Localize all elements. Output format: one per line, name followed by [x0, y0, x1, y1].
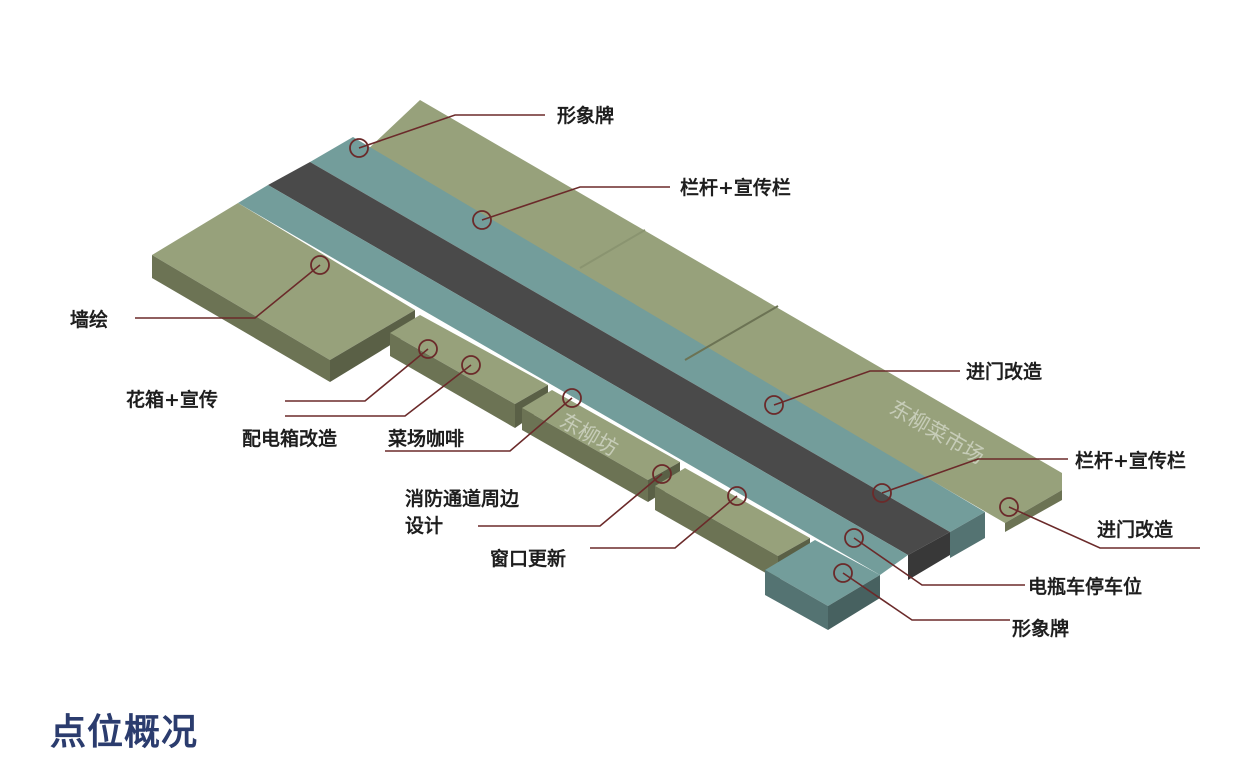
- callout-labels: 形象牌 栏杆+宣传栏 墙绘 花箱+宣传 配电箱改造 菜场咖啡 消防通道周边 设计…: [70, 104, 1186, 640]
- marker-power-box: [461, 355, 481, 375]
- leader-flower-box: [285, 348, 429, 402]
- label-ebike-parking: 电瓶车停车位: [1028, 575, 1142, 598]
- label-image-sign-top: 形象牌: [557, 104, 614, 127]
- label-window-update: 窗口更新: [490, 547, 566, 570]
- page-title: 点位概况: [50, 712, 199, 753]
- label-fire-lane-line1: 消防通道周边: [405, 487, 520, 510]
- label-railing-right: 栏杆+宣传栏: [1075, 449, 1186, 472]
- label-market-cafe: 菜场咖啡: [387, 427, 464, 450]
- leader-wall-painting: [135, 264, 321, 319]
- leader-entrance-mid: [773, 370, 960, 406]
- leader-image-sign-top: [358, 114, 545, 149]
- marker-image-sign-bottom: [833, 563, 853, 583]
- marker-entrance-right: [999, 497, 1019, 517]
- leader-window-update: [590, 495, 738, 549]
- leader-ebike-parking: [853, 537, 1025, 586]
- leader-lines: [135, 114, 1200, 621]
- point-markers: [310, 138, 1019, 583]
- block-seams: [579, 229, 779, 361]
- label-image-sign-bottom: 形象牌: [1012, 617, 1069, 640]
- leader-railing-right: [881, 458, 1068, 494]
- marker-image-sign-top: [349, 138, 369, 158]
- road: [268, 162, 950, 580]
- leader-image-sign-bottom: [842, 572, 1010, 621]
- label-railing-top: 栏杆+宣传栏: [680, 176, 791, 199]
- leader-power-box: [285, 364, 472, 417]
- marker-fire-lane: [652, 464, 672, 484]
- leader-fire-lane: [478, 473, 663, 527]
- leader-entrance-right: [1008, 506, 1200, 549]
- marker-flower-box: [418, 339, 438, 359]
- marker-ebike-parking: [844, 528, 864, 548]
- label-entrance-right: 进门改造: [1097, 518, 1174, 541]
- marker-entrance-mid: [764, 395, 784, 415]
- label-flower-box: 花箱+宣传: [126, 388, 218, 411]
- label-fire-lane-line2: 设计: [405, 515, 443, 537]
- building-block-upper: [365, 100, 1062, 532]
- label-wall-painting: 墙绘: [70, 308, 108, 331]
- leader-market-cafe: [385, 397, 573, 452]
- marker-railing-right: [872, 483, 892, 503]
- marker-railing-top: [472, 210, 492, 230]
- walkway-lower: [238, 185, 908, 575]
- marker-wall-painting: [310, 255, 330, 275]
- leader-railing-top: [481, 186, 670, 221]
- label-entrance-mid: 进门改造: [966, 360, 1043, 383]
- walkway-upper: [310, 137, 985, 532]
- label-power-box: 配电箱改造: [242, 427, 338, 450]
- marker-window-update: [727, 486, 747, 506]
- marker-market-cafe: [562, 388, 582, 408]
